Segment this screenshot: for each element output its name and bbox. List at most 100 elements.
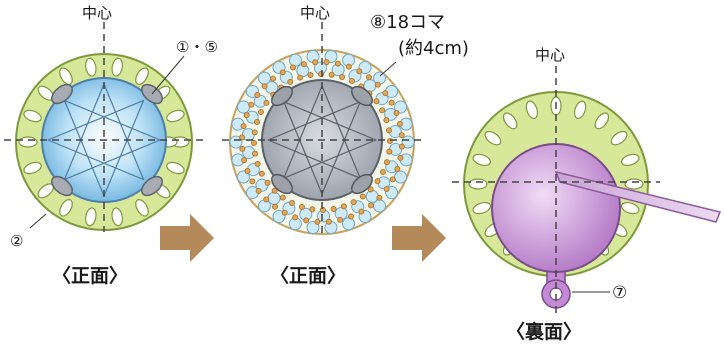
bead [312,59,319,66]
lace-holes [18,57,190,227]
bead [374,178,381,185]
bead [388,99,395,106]
caption-front: 〈正面〉 [270,264,346,287]
star-line [47,139,144,181]
bead [258,170,265,177]
bead [239,145,246,152]
bead [314,218,321,225]
center-label: 中心 [82,4,112,22]
bead [249,178,256,185]
bead [257,108,264,115]
bead [328,71,335,78]
callout-7: ⑦ [612,283,627,303]
bead [389,176,396,183]
bead [398,143,405,150]
lace-hole [85,57,97,77]
leader-line [151,55,185,95]
bead [236,100,250,114]
bead [236,170,250,184]
bead [394,100,408,114]
bead [373,98,380,105]
bead [366,74,373,81]
bead [263,99,270,106]
bead [309,206,316,213]
bead [251,150,258,157]
star-line [64,99,161,141]
bead [380,169,387,176]
star-line [47,99,144,141]
center-label: 中心 [300,4,330,22]
bead [383,159,390,166]
lace-hole [472,201,492,215]
star-line [283,85,323,179]
lace-hole [502,112,518,130]
bead [254,118,261,125]
bead [263,196,270,203]
leader-line [379,61,397,77]
bead [251,129,258,136]
bead [261,83,268,90]
bead [254,91,261,98]
caption-front: 〈正面〉 [52,264,128,287]
bead [289,64,296,71]
bead [271,203,278,210]
bead [334,60,341,67]
bead [339,74,346,81]
bead [393,109,400,116]
prong [271,85,293,107]
right-arrow-icon [392,214,446,262]
lace-hole [468,178,488,190]
bead [292,214,299,221]
lace-hole [111,207,123,227]
bead [367,186,374,193]
panel-back: 中心 ⑦ 〈裏面〉 [452,46,722,343]
callout-2: ② [10,232,23,250]
bead [271,187,278,194]
prong [351,173,373,195]
star-lines [267,85,377,195]
bead [281,209,288,216]
lace-hole [624,178,644,190]
bead [229,135,243,149]
star-line [64,139,161,181]
bead [287,78,294,85]
bead [376,194,383,201]
bead [382,90,389,97]
bead [348,213,355,220]
star-line [283,101,377,141]
callout-8: ⑧18コマ [370,12,445,33]
bead [337,216,344,223]
bead [307,71,314,78]
lace-hole [135,199,149,217]
lace-hole [610,130,628,146]
star-line [63,100,105,197]
bead [386,148,393,155]
prong [51,83,73,105]
bead [325,218,332,225]
bead [330,206,337,213]
bead [243,112,250,119]
callout-1-5: ①・⑤ [176,38,218,56]
right-arrow-icon [160,214,214,262]
panel-front-1: 中心 ①・⑤ ② 〈正面〉 [4,4,218,287]
bead [240,123,247,130]
bead [239,134,246,141]
prong [351,85,373,107]
bead [365,189,379,203]
star-lines [47,83,161,197]
lace-hole [472,153,492,167]
star-line [321,101,361,195]
lace-hole [111,57,123,77]
leader-line [29,213,47,229]
bead [248,101,255,108]
lace-hole [166,109,185,123]
bead [264,179,271,186]
bead [350,199,357,206]
prong [51,175,73,197]
bead [324,49,338,63]
lace-hole [166,161,185,175]
center-label: 中心 [535,46,565,64]
bead [383,186,390,193]
